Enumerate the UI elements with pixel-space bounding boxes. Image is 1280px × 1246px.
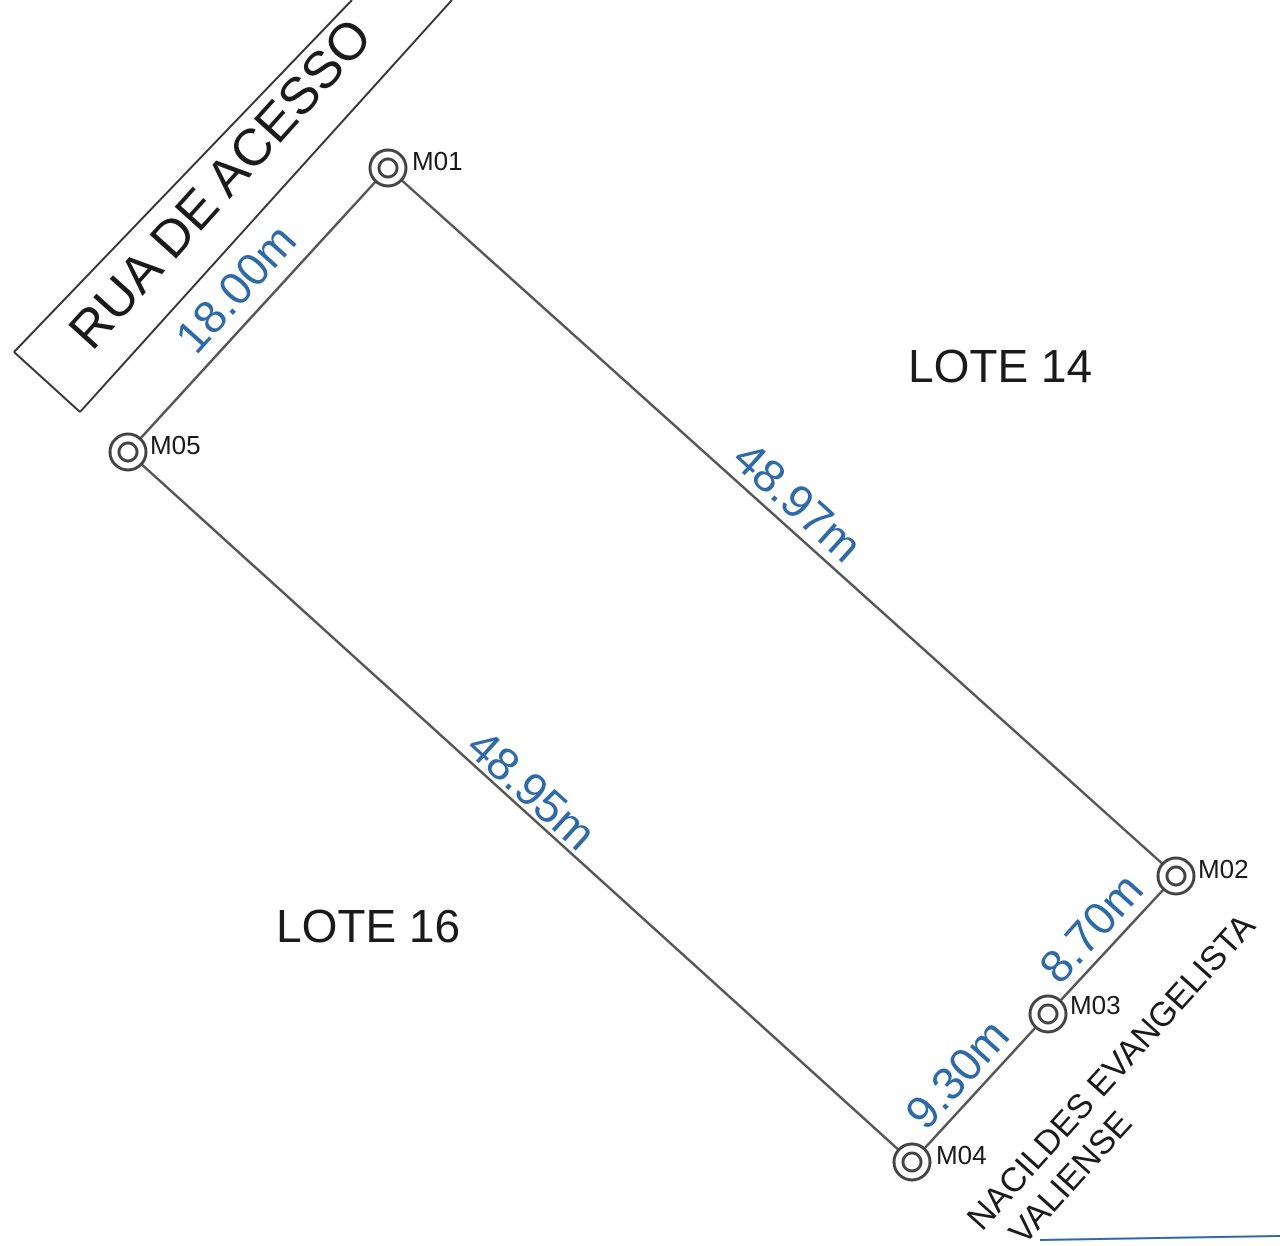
marker-m05-outer-ring	[108, 432, 148, 472]
dimension-m04-m05: 48.95m	[457, 719, 606, 860]
boundary-m05-m01	[127, 167, 389, 453]
lot-16-label: LOTE 16	[276, 900, 460, 952]
marker-m04-label: M04	[936, 1140, 987, 1170]
marker-m03: M03	[1028, 990, 1121, 1034]
dimension-m03-m04: 9.30m	[895, 1009, 1019, 1139]
marker-m04-inner-ring	[901, 1151, 923, 1173]
marker-m02: M02	[1156, 854, 1249, 896]
marker-m05: M05	[108, 430, 201, 472]
marker-m05-label: M05	[150, 430, 201, 460]
dimension-m02-m03: 8.70m	[1029, 863, 1153, 993]
marker-m01: M01	[368, 146, 463, 188]
marker-m03-label: M03	[1070, 990, 1121, 1020]
lot-boundary	[127, 167, 1177, 1163]
marker-m02-outer-ring	[1156, 856, 1196, 896]
boundary-m02-m03	[1047, 875, 1177, 1015]
road-edge-inner	[79, 0, 453, 413]
dimension-m01-m02: 48.97m	[723, 431, 872, 572]
marker-m01-outer-ring	[368, 148, 408, 188]
boundary-m03-m04	[911, 1013, 1049, 1163]
marker-m04-outer-ring	[892, 1142, 932, 1182]
road-edge-outer	[13, 0, 353, 353]
marker-m04: M04	[892, 1140, 987, 1182]
lot-14-label: LOTE 14	[908, 340, 1092, 392]
marker-m01-label: M01	[412, 146, 463, 176]
marker-m05-inner-ring	[117, 441, 139, 463]
boundary-m04-m05	[127, 451, 913, 1163]
adjacent-lot-edge	[1039, 1235, 1280, 1241]
marker-m01-inner-ring	[377, 157, 399, 179]
marker-m02-inner-ring	[1165, 865, 1187, 887]
street-bottom-label-line1: NACILDES EVANGELISTA	[960, 907, 1263, 1238]
marker-m02-label: M02	[1198, 854, 1249, 884]
boundary-m01-m02	[387, 167, 1177, 877]
road-end-cap	[13, 351, 81, 413]
marker-m03-outer-ring	[1028, 994, 1068, 1034]
access-road	[13, 0, 453, 413]
marker-m03-inner-ring	[1037, 1003, 1059, 1025]
